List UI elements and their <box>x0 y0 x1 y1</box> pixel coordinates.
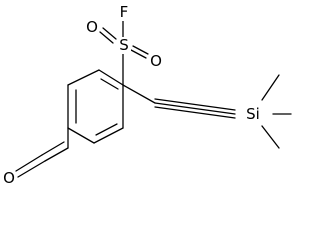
atom-sulfonyl-oxygen-right: O <box>149 52 164 70</box>
atom-silicon: Si <box>241 105 265 123</box>
sulfur-oxygen-left-bond-b <box>99 31 114 44</box>
molecule-structure: F S O O Si O <box>1 3 292 187</box>
atom-label-sulfonyl-oxygen-left: O <box>86 18 98 36</box>
atom-aldehyde-oxygen: O <box>1 169 16 187</box>
aldehyde-to-oxygen-bond-a <box>17 160 46 178</box>
sulfur-oxygen-right-bond-b <box>132 45 149 55</box>
alkyne-triple-bond-1 <box>154 98 236 111</box>
atom-label-silicon: Si <box>246 105 260 123</box>
ring-bond-4 <box>67 127 95 144</box>
ring-double-bond-inner-1 <box>100 78 119 90</box>
atom-sulfur: S <box>117 36 131 54</box>
ring-double-bond-inner-2 <box>95 123 118 136</box>
silicon-methyl-down-bond <box>261 125 280 149</box>
alkyne-triple-bond-2 <box>154 102 236 115</box>
atom-label-sulfonyl-oxygen-right: O <box>150 52 162 70</box>
alkyne-triple-bond-3 <box>154 106 236 119</box>
atom-fluorine: F <box>117 3 131 21</box>
atom-sulfonyl-oxygen-left: O <box>85 18 99 36</box>
aldehyde-to-oxygen-bond-b <box>15 154 43 172</box>
ring-bond-1 <box>98 69 124 86</box>
sulfur-oxygen-left-bond-a <box>102 27 117 40</box>
structure-canvas: F S O O Si O <box>1 3 292 187</box>
sulfur-oxygen-right-bond-a <box>130 49 147 59</box>
ring-bond-6 <box>67 69 100 86</box>
ring-alkyne-bond <box>122 84 156 104</box>
aldehyde-carbonyl-bond-b <box>41 141 65 156</box>
ring-bond-3 <box>93 127 124 144</box>
atom-label-fluorine: F <box>120 3 129 21</box>
atom-label-sulfur: S <box>119 36 129 54</box>
aldehyde-carbonyl-bond-a <box>44 147 69 162</box>
benzene-ring <box>67 69 124 144</box>
atom-label-aldehyde-oxygen: O <box>3 169 15 187</box>
silicon-methyl-up-bond <box>261 74 280 101</box>
